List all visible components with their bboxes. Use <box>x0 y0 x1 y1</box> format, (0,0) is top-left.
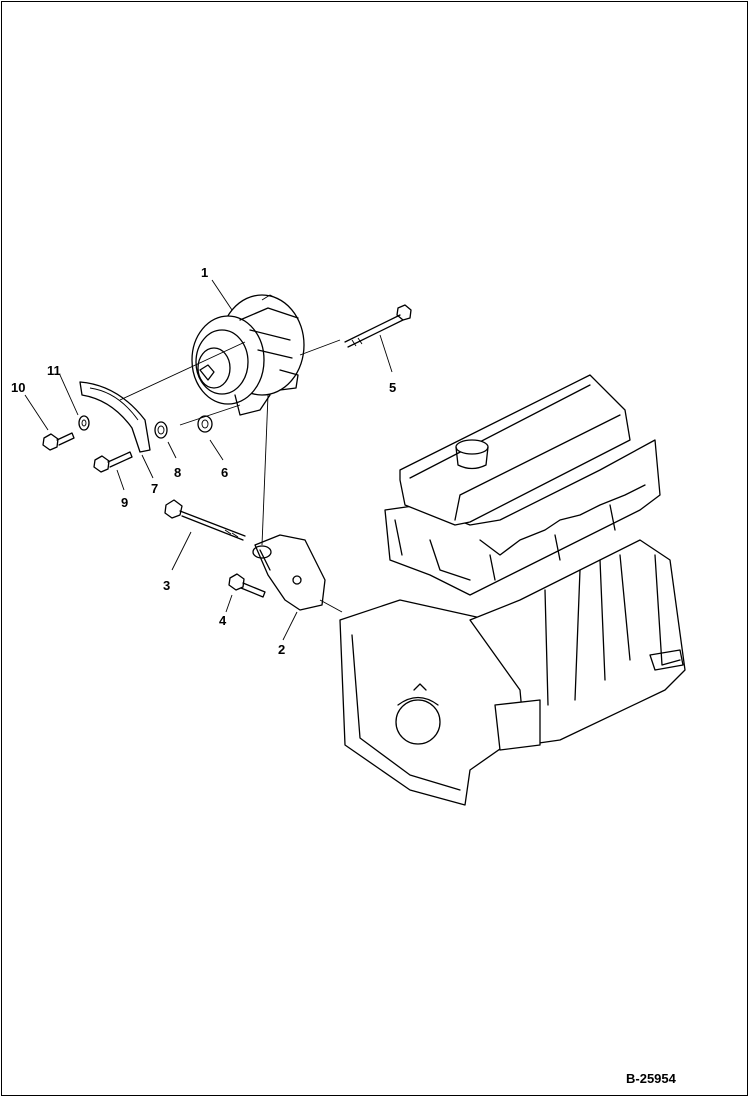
callout-2: 2 <box>278 642 285 657</box>
callout-8: 8 <box>174 465 181 480</box>
nut-item-8 <box>154 421 168 439</box>
washer-item-11 <box>78 415 90 431</box>
bolt-item-4 <box>228 573 266 598</box>
callout-9: 9 <box>121 495 128 510</box>
callout-4: 4 <box>219 613 227 628</box>
bolt-item-5 <box>344 304 412 348</box>
callout-3: 3 <box>163 578 170 593</box>
adjusting-strap <box>79 381 151 453</box>
bolt-item-10 <box>42 432 75 451</box>
alternator <box>191 294 305 416</box>
bolt-item-9 <box>93 451 133 473</box>
nut-item-6 <box>197 415 213 433</box>
callout-1: 1 <box>201 265 208 280</box>
bolt-item-3 <box>164 499 246 541</box>
drawing-reference-number: B-25954 <box>626 1071 676 1086</box>
engine-block <box>339 374 686 806</box>
assembly-axis-lines <box>119 339 343 613</box>
leader-lines <box>24 279 393 641</box>
callout-6: 6 <box>221 465 228 480</box>
callout-11: 11 <box>47 363 61 378</box>
callout-5: 5 <box>389 380 396 395</box>
callout-labels: 1 2 3 4 5 6 7 8 9 10 11 <box>11 265 396 657</box>
mounting-bracket <box>252 534 326 611</box>
callout-10: 10 <box>11 380 25 395</box>
callout-7: 7 <box>151 481 158 496</box>
